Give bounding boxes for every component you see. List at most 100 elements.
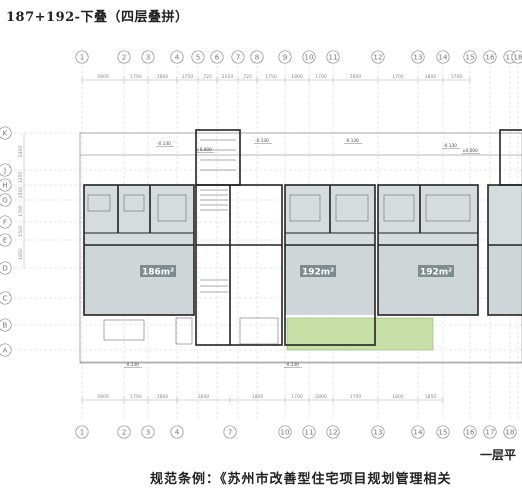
svg-text:12: 12 xyxy=(328,428,337,437)
svg-text:11: 11 xyxy=(328,53,337,62)
svg-text:14: 14 xyxy=(438,53,448,62)
svg-text:-0.130: -0.130 xyxy=(285,362,299,367)
svg-text:6: 6 xyxy=(215,53,220,62)
svg-text:192m²: 192m² xyxy=(420,268,452,278)
axis-bubble-top-13: 13 xyxy=(411,50,425,64)
dim-top-10: 2800 xyxy=(350,74,362,80)
elevation-mark-4: -0.130 xyxy=(442,143,460,149)
elevation-mark-3: -0.130 xyxy=(344,138,362,144)
svg-text:2: 2 xyxy=(122,53,127,62)
svg-text:1: 1 xyxy=(80,53,85,62)
svg-text:-0.130: -0.130 xyxy=(443,143,457,148)
svg-text:18: 18 xyxy=(505,428,515,437)
svg-text:9: 9 xyxy=(283,53,288,62)
svg-text:A: A xyxy=(3,346,8,355)
floor-label: 一层平 xyxy=(480,448,517,462)
svg-text:E: E xyxy=(3,236,8,245)
unit3-top-rooms-fill xyxy=(378,185,478,245)
dim-bottom-2: 1800 xyxy=(157,394,169,400)
axis-bubble-top-15: 15 xyxy=(463,50,477,64)
drawing-title: 187+192-下叠（四层叠拼） xyxy=(6,10,189,25)
svg-text:C: C xyxy=(2,294,7,303)
elevation-mark-5: ±0.000 xyxy=(462,148,480,154)
axis-bubble-bottom-14: 14 xyxy=(411,425,425,439)
area-label-1: 192m² xyxy=(300,265,336,278)
area-label-2: 192m² xyxy=(418,265,454,278)
dim-top-5: 2250 xyxy=(222,74,234,80)
unit2-living-fill xyxy=(285,245,375,315)
axis-bubble-left-D: D xyxy=(0,261,12,275)
elevation-mark-0: -0.130 xyxy=(156,141,174,147)
svg-text:J: J xyxy=(3,166,6,175)
axis-bubble-left-J: J xyxy=(0,163,12,177)
dim-bottom-1: 1700 xyxy=(130,394,142,400)
svg-text:7: 7 xyxy=(236,53,241,62)
dim-left-5: 1850 xyxy=(18,248,24,260)
axis-bubble-bottom-12: 12 xyxy=(326,425,340,439)
axis-bubble-top-12: 12 xyxy=(371,50,385,64)
axis-bubble-top-2: 2 xyxy=(117,50,131,64)
dim-left-0: 2400 xyxy=(18,146,24,158)
axis-bubble-top-5: 5 xyxy=(191,50,205,64)
dim-bottom-3: 3600 xyxy=(198,394,210,400)
axis-bubble-left-C: C xyxy=(0,291,12,305)
svg-text:-0.130: -0.130 xyxy=(255,138,269,143)
axis-bubble-top-14: 14 xyxy=(436,50,450,64)
axis-bubble-bottom-1: 1 xyxy=(75,425,89,439)
axis-bubble-top-8: 8 xyxy=(250,50,264,64)
svg-text:10: 10 xyxy=(280,428,290,437)
svg-text:±0.000: ±0.000 xyxy=(462,148,478,153)
svg-text:3: 3 xyxy=(146,53,151,62)
unit1-top-rooms-fill xyxy=(84,185,194,245)
svg-text:-0.130: -0.130 xyxy=(157,141,171,146)
interior-details xyxy=(87,139,471,345)
axis-bubble-left-A: A xyxy=(0,343,12,357)
dim-bottom-6: 2800 xyxy=(315,394,327,400)
svg-text:-0.130: -0.130 xyxy=(125,362,139,367)
dim-top-7: 1750 xyxy=(265,74,277,80)
dim-top-4: 725 xyxy=(203,74,212,80)
site-outline xyxy=(79,132,522,364)
axis-bubble-bottom-7: 7 xyxy=(223,425,237,439)
dim-bottom-9: 1850 xyxy=(425,394,437,400)
axis-bubble-top-1: 1 xyxy=(75,50,89,64)
svg-text:10: 10 xyxy=(304,53,314,62)
svg-text:F: F xyxy=(3,218,7,227)
svg-text:192m²: 192m² xyxy=(302,268,334,278)
svg-text:7: 7 xyxy=(228,428,233,437)
dim-top-1: 1700 xyxy=(130,74,142,80)
svg-text:-0.130: -0.130 xyxy=(345,138,359,143)
svg-text:G: G xyxy=(2,196,8,205)
axis-bubble-top-18: 18 xyxy=(511,50,522,64)
svg-text:2: 2 xyxy=(122,428,127,437)
dim-top-11: 1700 xyxy=(392,74,404,80)
unit4-top-rooms-fill xyxy=(488,185,522,245)
axis-bubble-bottom-13: 13 xyxy=(371,425,385,439)
svg-text:4: 4 xyxy=(175,53,180,62)
elevation-mark-6: -0.130 xyxy=(124,362,142,368)
axis-bubble-left-F: F xyxy=(0,215,12,229)
dim-bottom-5: 1700 xyxy=(291,394,303,400)
dim-top-6: 725 xyxy=(243,74,252,80)
svg-text:3: 3 xyxy=(146,428,151,437)
svg-text:H: H xyxy=(2,181,7,190)
svg-text:13: 13 xyxy=(373,428,382,437)
walls xyxy=(83,129,522,346)
axis-bubble-top-4: 4 xyxy=(170,50,184,64)
svg-text:4: 4 xyxy=(175,428,180,437)
axis-bubble-bottom-17: 17 xyxy=(483,425,497,439)
dim-top-0: 2800 xyxy=(97,74,109,80)
svg-text:13: 13 xyxy=(413,53,422,62)
regulation-caption: 规范条例：《苏州市改善型住宅项目规划管理相关 xyxy=(150,472,452,487)
dim-left-2: 1500 xyxy=(18,187,24,199)
axis-bubble-left-B: B xyxy=(0,318,12,332)
svg-text:15: 15 xyxy=(465,53,474,62)
axis-bubble-left-E: E xyxy=(0,233,12,247)
axis-bubble-top-9: 9 xyxy=(278,50,292,64)
axis-bubble-bottom-10: 10 xyxy=(278,425,292,439)
svg-text:17: 17 xyxy=(505,53,514,62)
dim-bottom-4: 1800 xyxy=(252,394,264,400)
